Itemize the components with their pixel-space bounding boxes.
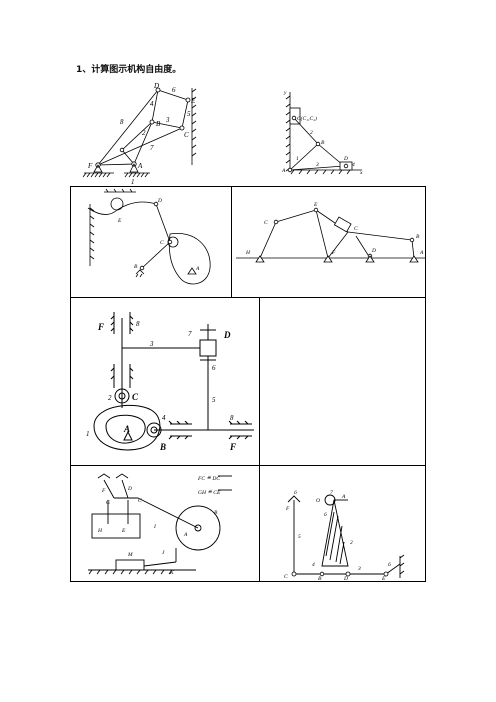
label: B <box>134 264 138 270</box>
label: x <box>359 170 363 176</box>
label: 8 <box>120 118 124 126</box>
label: 3 <box>149 340 154 348</box>
label: G <box>106 500 110 506</box>
figure-6-mechanism: F D G C H E B I A J K M FC ≝ DC GH ≝ CE <box>88 473 232 576</box>
label: 2 <box>108 394 112 402</box>
label: 6 <box>294 490 297 496</box>
label: A <box>341 494 346 500</box>
label: 8 <box>230 414 234 422</box>
figure-1-linkage: F A B C D E 1 2 3 4 5 6 7 8 <box>82 82 197 186</box>
label: C <box>132 392 139 402</box>
column-divider <box>231 187 232 297</box>
formula-2: GH ≝ CE <box>198 489 221 496</box>
label: C(C₁,C₂) <box>297 115 317 122</box>
label: F <box>97 322 104 332</box>
label: M <box>127 552 133 558</box>
label: H <box>245 250 251 256</box>
label: 4 <box>312 561 315 568</box>
label: y <box>283 90 287 96</box>
label: F <box>229 442 236 452</box>
label: C <box>160 240 164 246</box>
label: 8 <box>136 320 140 328</box>
label: K <box>169 570 174 576</box>
label: F <box>101 488 106 494</box>
label: A <box>281 168 286 174</box>
label: 6 <box>388 562 391 568</box>
figure-7-mechanism: 6 F 7 A O 6 5 2 4 3 6 C B D E <box>284 490 405 582</box>
label: E <box>313 202 318 208</box>
label: D <box>343 576 348 582</box>
label: 7 <box>150 144 154 152</box>
label: B <box>416 234 420 240</box>
label: E <box>190 97 196 105</box>
figure-3-cam: E D C B A <box>87 188 211 285</box>
label: C <box>138 498 142 504</box>
label: 7 <box>188 330 192 338</box>
label: B <box>159 442 166 452</box>
label: I <box>153 524 157 530</box>
label: A <box>137 162 143 170</box>
label: 3 <box>315 162 319 168</box>
label: 2 <box>350 540 353 546</box>
label: 3 <box>165 116 170 124</box>
label: F <box>87 162 93 170</box>
column-divider <box>259 297 260 581</box>
label: E <box>117 218 122 224</box>
label: 4 <box>150 100 154 108</box>
label: D <box>157 198 162 204</box>
figure-2-mechanism: y C(C₁,C₂) 1 2 3 4 A B D x <box>281 90 363 176</box>
label: 4 <box>352 161 355 168</box>
figure-4-linkage: H C E F D C B A <box>236 202 426 263</box>
label: F <box>285 506 290 512</box>
label: O <box>316 498 320 504</box>
label: A <box>123 424 130 434</box>
label: B <box>318 576 322 582</box>
figure-grid <box>70 186 426 582</box>
label: 4 <box>162 414 166 422</box>
label: D <box>343 156 348 162</box>
label: F <box>331 250 336 256</box>
label: 7 <box>330 490 333 496</box>
label: A <box>419 250 424 256</box>
label: 1 <box>86 430 90 438</box>
label: D <box>127 486 132 492</box>
label: D <box>371 248 376 254</box>
label: C <box>264 220 268 226</box>
row-divider <box>71 297 425 298</box>
problem-title: 1、计算图示机构自由度。 <box>76 65 182 75</box>
label: A <box>183 532 188 538</box>
label: 6 <box>324 512 327 518</box>
label: 6 <box>172 86 176 94</box>
label: E <box>121 528 126 534</box>
label: H <box>97 528 103 534</box>
label: B <box>156 120 161 128</box>
label: C <box>284 574 288 580</box>
label: 3 <box>357 566 361 572</box>
label: 2 <box>310 130 313 136</box>
label: C <box>354 226 358 232</box>
figure-5-mechanism: F 8 7 D 3 6 5 2 C 4 1 A B 8 F <box>86 312 254 452</box>
label: D <box>223 330 231 340</box>
row-divider <box>71 465 425 466</box>
label: 2 <box>142 129 146 137</box>
label: E <box>381 576 386 582</box>
label: 6 <box>212 364 216 372</box>
label: J <box>162 550 165 556</box>
label: A <box>195 266 200 272</box>
label: 1 <box>296 156 299 162</box>
label: B <box>321 140 325 146</box>
formula-1: FC ≝ DC <box>197 475 220 482</box>
label: 1 <box>131 178 135 186</box>
label: 5 <box>298 534 301 540</box>
label: 5 <box>187 110 191 118</box>
label: D <box>153 82 159 90</box>
label: B <box>214 510 218 516</box>
label: C <box>184 131 189 139</box>
label: 5 <box>212 396 216 404</box>
